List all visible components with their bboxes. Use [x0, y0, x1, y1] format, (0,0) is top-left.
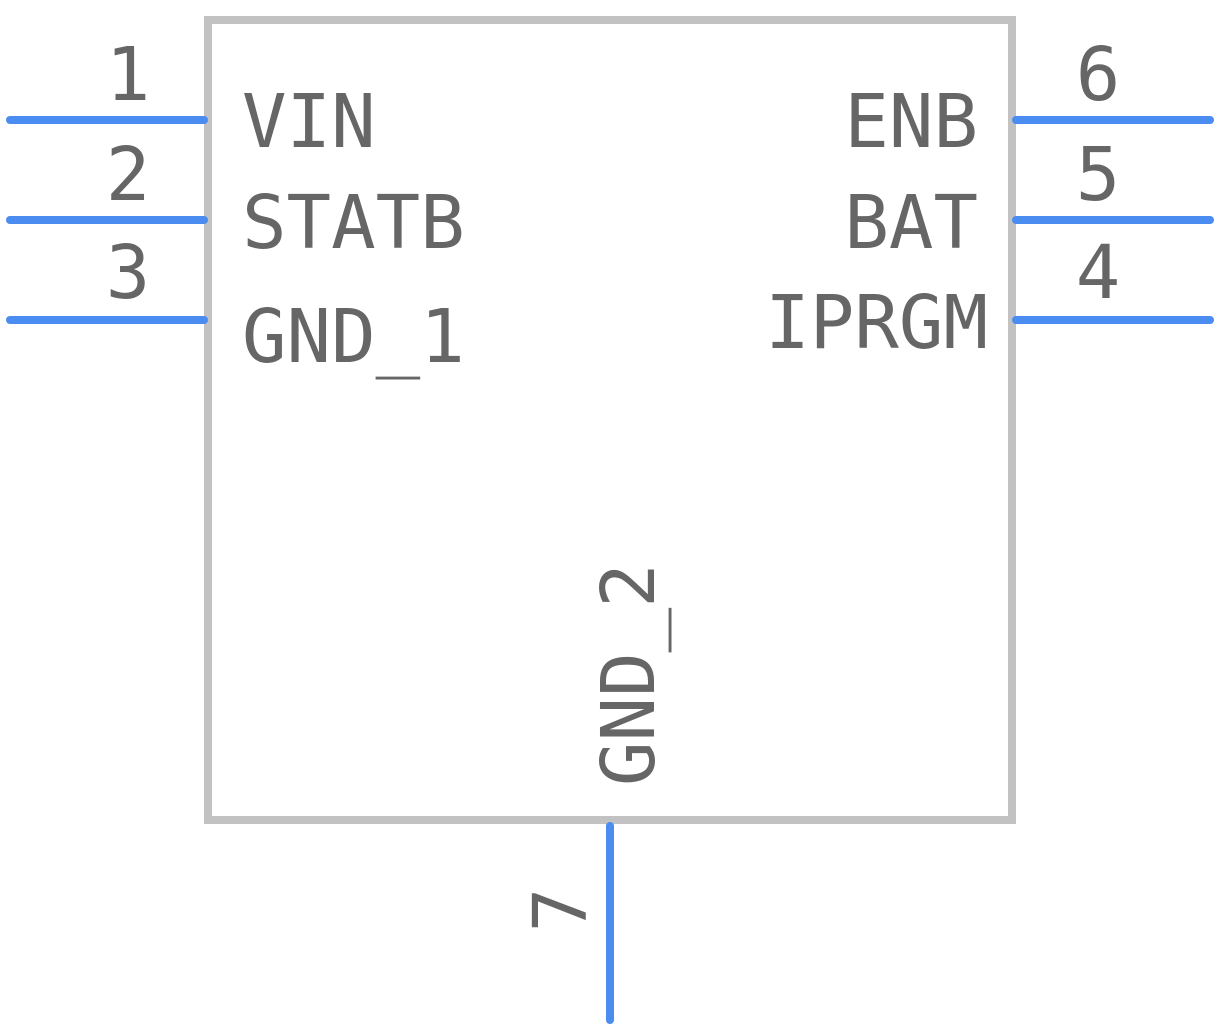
pin-4-label: IPRGM [765, 280, 988, 366]
pin-2-number: 2 [106, 132, 151, 218]
pin-1-label: VIN [242, 79, 376, 165]
pin-5: 5 BAT [844, 132, 1214, 266]
pin-3-number: 3 [106, 230, 151, 316]
pin-3: 3 GND_1 [6, 230, 465, 380]
pin-7-label: GND_2 [586, 563, 672, 786]
pin-6-number: 6 [1076, 32, 1121, 118]
pin-6: 6 ENB [844, 32, 1214, 165]
pin-1: 1 VIN [6, 32, 376, 165]
pin-7: 7 GND_2 [518, 563, 672, 1024]
pin-5-number: 5 [1076, 132, 1121, 218]
pin-4-number: 4 [1076, 230, 1121, 316]
pin-3-label: GND_1 [242, 294, 465, 380]
pin-4: 4 IPRGM [765, 230, 1214, 366]
component-body [204, 16, 1016, 824]
pin-2-label: STATB [242, 180, 465, 266]
pin-5-label: BAT [844, 180, 978, 266]
pin-1-number: 1 [106, 32, 151, 118]
pin-6-label: ENB [844, 79, 978, 165]
pin-2: 2 STATB [6, 132, 465, 266]
pin-7-number: 7 [518, 888, 604, 933]
